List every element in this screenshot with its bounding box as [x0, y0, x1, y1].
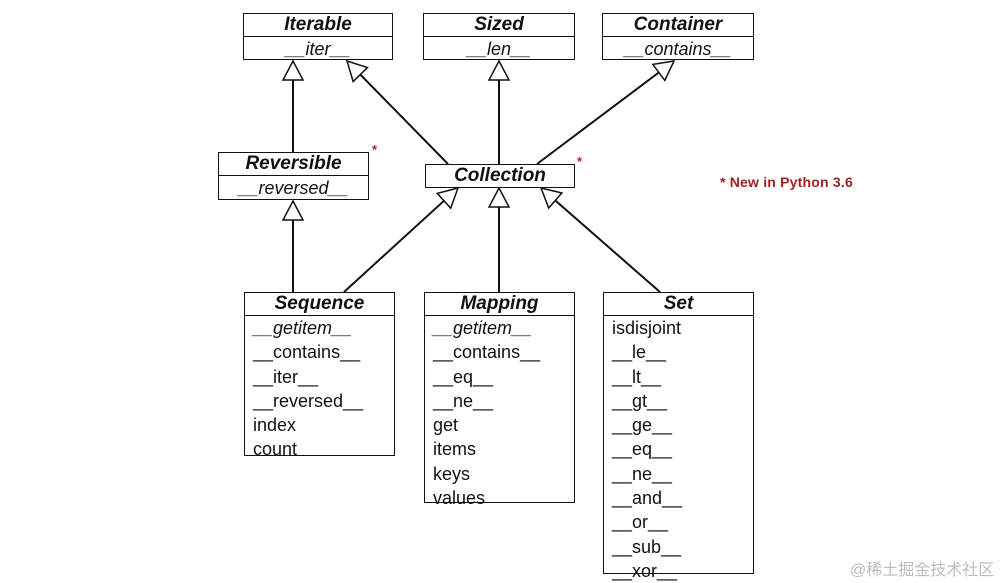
class-method: __ge__ — [612, 415, 673, 436]
class-method: __reversed__ — [253, 390, 364, 411]
class-method: __le__ — [612, 342, 667, 363]
class-method: __getitem__ — [253, 318, 353, 338]
class-reversible: Reversible __reversed__ — [218, 152, 369, 200]
class-method: __sub__ — [612, 536, 682, 557]
class-sized: Sized __len__ — [423, 13, 575, 60]
edge-sequence-to-collection — [343, 200, 445, 293]
edge-collection-to-iterable — [359, 73, 449, 165]
edge-collection-to-container — [536, 71, 660, 165]
legend-note: * New in Python 3.6 — [720, 174, 853, 190]
class-name: Collection — [454, 165, 546, 186]
new-in-36-marker: * — [577, 154, 583, 169]
class-method: items — [433, 439, 477, 460]
class-name: Iterable — [244, 14, 392, 37]
class-iterable: Iterable __iter__ — [243, 13, 393, 60]
class-method: __eq__ — [612, 439, 673, 460]
class-name: Reversible — [219, 153, 368, 176]
class-method: __lt__ — [612, 366, 662, 387]
class-method: keys — [433, 463, 471, 484]
class-method: count — [253, 439, 298, 460]
class-method: __getitem__ — [433, 318, 533, 338]
class-method: index — [253, 415, 297, 436]
class-name: Set — [604, 293, 753, 316]
class-method: get — [433, 415, 459, 436]
class-method: __and__ — [612, 488, 683, 509]
class-method: __gt__ — [612, 390, 668, 411]
arrowhead-container — [651, 60, 676, 82]
class-method: isdisjoint — [612, 318, 682, 338]
class-method: __len__ — [466, 39, 532, 59]
class-container: Container __contains__ — [602, 13, 754, 60]
class-name: Mapping — [425, 293, 574, 316]
arrowhead-collection — [487, 186, 511, 208]
class-mapping: Mapping __getitem__ __contains__ __eq__ … — [424, 292, 575, 508]
arrowhead-collection — [435, 186, 460, 210]
arrowhead-iterable — [345, 59, 369, 83]
class-method: __contains__ — [253, 342, 361, 363]
class-method: __iter__ — [253, 366, 319, 387]
class-method: __iter__ — [285, 39, 351, 59]
class-method: __xor__ — [612, 560, 678, 581]
arrowhead-reversible — [281, 199, 305, 221]
class-method: values — [433, 488, 486, 509]
class-method: __contains__ — [624, 39, 732, 59]
class-method: __reversed__ — [238, 178, 349, 198]
class-method: __eq__ — [433, 366, 494, 387]
arrowhead-collection — [539, 186, 564, 210]
class-method: __ne__ — [612, 463, 673, 484]
class-method: __contains__ — [433, 342, 541, 363]
edge-set-to-collection — [554, 199, 661, 293]
class-sequence: Sequence __getitem__ __contains__ __iter… — [244, 292, 395, 459]
class-set: Set isdisjoint __le__ __lt__ __gt__ __ge… — [603, 292, 754, 581]
class-collection: Collection — [425, 164, 575, 188]
class-name: Sized — [424, 14, 574, 37]
arrowhead-iterable — [281, 59, 305, 81]
class-method: __ne__ — [433, 390, 494, 411]
arrowhead-sized — [487, 59, 511, 81]
class-name: Container — [603, 14, 753, 37]
class-name: Sequence — [245, 293, 394, 316]
class-method: __or__ — [612, 512, 669, 533]
new-in-36-marker: * — [372, 142, 378, 157]
watermark: @稀土掘金技术社区 — [850, 562, 995, 579]
